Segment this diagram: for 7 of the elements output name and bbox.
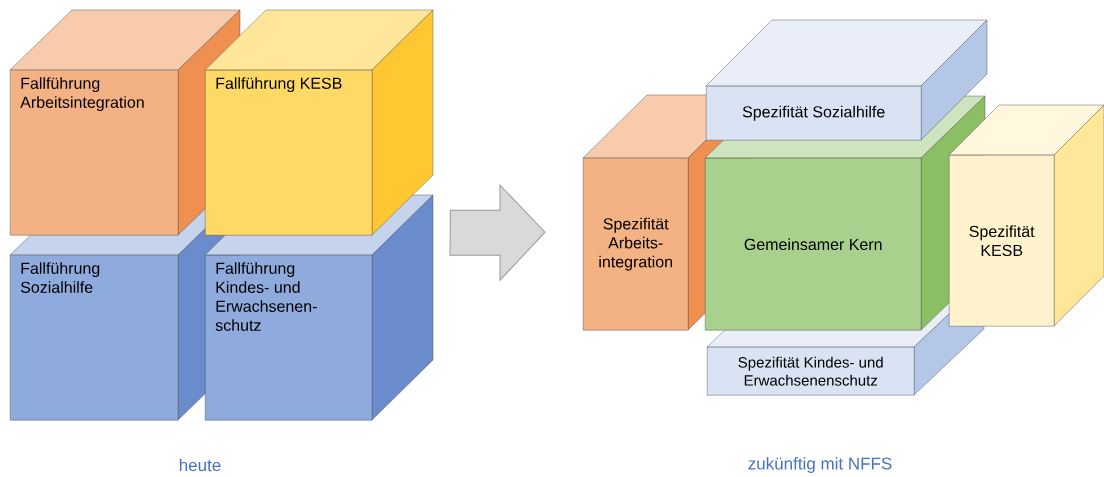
cube: Fallführung KESB <box>204 9 434 236</box>
cube: Spezifität Sozialhilfe <box>705 19 988 141</box>
cube: Spezifität KESB <box>948 104 1104 327</box>
caption: zukünftig mit NFFS <box>748 457 892 473</box>
node-label: Spezifität Kindes- und Erwachsenenschutz <box>738 356 883 386</box>
caption: heute <box>179 458 221 472</box>
block-arrow <box>449 184 546 281</box>
